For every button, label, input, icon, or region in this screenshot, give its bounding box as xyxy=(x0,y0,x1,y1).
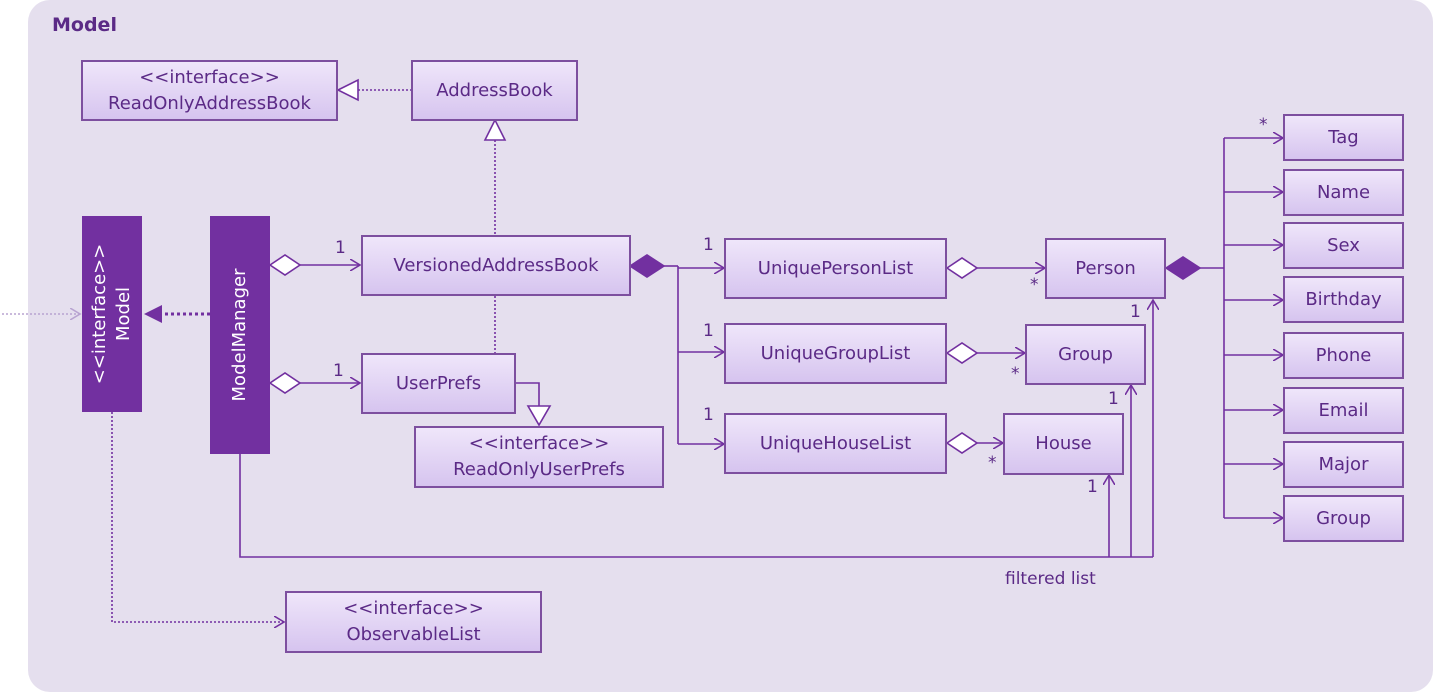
class-tag[interactable]: Tag xyxy=(1283,114,1404,161)
class-name: Phone xyxy=(1315,344,1372,366)
model-label: <<interface>> Model xyxy=(88,244,136,385)
stereotype-label: <<interface>> xyxy=(468,433,610,454)
class-name: ReadOnlyAddressBook xyxy=(108,92,311,114)
aggregation-diamond-icon xyxy=(945,432,979,454)
userprefs-readonly-line xyxy=(515,382,540,406)
class-birthday[interactable]: Birthday xyxy=(1283,276,1404,323)
class-name: Email xyxy=(1318,399,1369,421)
stereotype-label: <<interface>> xyxy=(343,598,484,619)
multiplicity-label: 1 xyxy=(703,235,714,255)
class-group[interactable]: Group xyxy=(1025,324,1146,385)
class-name: Major xyxy=(1318,453,1369,475)
class-read-only-address-book[interactable]: <<interface>> ReadOnlyAddressBook xyxy=(81,60,338,121)
multiplicity-label: * xyxy=(1259,115,1268,135)
class-email[interactable]: Email xyxy=(1283,387,1404,434)
multiplicity-label: 1 xyxy=(335,238,346,258)
multiplicity-label: * xyxy=(988,453,997,473)
class-name: Group xyxy=(1058,343,1113,365)
class-person[interactable]: Person xyxy=(1045,238,1166,299)
composition-diamond-icon xyxy=(1164,256,1202,280)
multiplicity-label: 1 xyxy=(1108,389,1119,409)
class-name: Sex xyxy=(1327,234,1360,256)
class-phone[interactable]: Phone xyxy=(1283,332,1404,379)
class-name: Name xyxy=(1316,181,1371,203)
class-sex[interactable]: Sex xyxy=(1283,222,1404,269)
filtered-list-line xyxy=(239,453,1153,558)
class-name: Birthday xyxy=(1305,288,1382,310)
class-name: Person xyxy=(1075,257,1136,279)
generalization-triangle-icon xyxy=(483,118,507,141)
class-name: Model xyxy=(113,286,134,342)
aggregation-diamond-icon xyxy=(268,254,302,276)
aggregation-diamond-icon xyxy=(945,257,979,279)
class-name: UniquePersonList xyxy=(757,257,914,279)
multiplicity-label: 1 xyxy=(703,321,714,341)
class-read-only-user-prefs[interactable]: <<interface>> ReadOnlyUserPrefs xyxy=(414,426,664,488)
class-versioned-address-book[interactable]: VersionedAddressBook xyxy=(361,235,631,296)
class-model[interactable]: <<interface>> Model xyxy=(82,216,142,412)
filled-arrow-icon xyxy=(144,305,162,323)
filtered-list-label: filtered list xyxy=(1005,569,1096,589)
class-name: ModelManager xyxy=(229,268,250,402)
package-title: Model xyxy=(52,14,117,36)
class-name: Tag xyxy=(1328,126,1359,148)
class-name: ObservableList xyxy=(346,624,481,645)
multiplicity-label: * xyxy=(1030,275,1039,295)
model-observablelist-line xyxy=(111,412,284,622)
aggregation-diamond-icon xyxy=(268,372,302,394)
composition-diamond-icon xyxy=(628,254,666,278)
class-group-attr[interactable]: Group xyxy=(1283,495,1404,542)
class-name: ReadOnlyUserPrefs xyxy=(453,459,625,480)
class-unique-person-list[interactable]: UniquePersonList xyxy=(724,238,947,299)
class-unique-group-list[interactable]: UniqueGroupList xyxy=(724,323,947,384)
class-house[interactable]: House xyxy=(1003,413,1124,475)
class-major[interactable]: Major xyxy=(1283,441,1404,488)
class-name: UserPrefs xyxy=(395,372,482,394)
class-name: House xyxy=(1035,433,1092,454)
class-observable-list[interactable]: <<interface>> ObservableList xyxy=(285,591,542,653)
class-model-manager[interactable]: ModelManager xyxy=(210,216,270,454)
realization-triangle-icon xyxy=(526,405,552,427)
multiplicity-label: 1 xyxy=(1087,477,1098,497)
stereotype-label: <<interface>> xyxy=(89,243,110,385)
multiplicity-label: * xyxy=(1011,364,1020,384)
multiplicity-label: 1 xyxy=(333,361,344,381)
aggregation-diamond-icon xyxy=(945,342,979,364)
class-name: AddressBook xyxy=(436,79,553,101)
class-name-attr[interactable]: Name xyxy=(1283,169,1404,216)
class-name: UniqueGroupList xyxy=(760,342,911,364)
class-user-prefs[interactable]: UserPrefs xyxy=(361,353,516,414)
class-name: VersionedAddressBook xyxy=(393,254,599,276)
multiplicity-label: 1 xyxy=(1130,302,1141,322)
realization-triangle-icon xyxy=(336,78,359,102)
model-manager-label: ModelManager xyxy=(228,269,252,402)
class-address-book[interactable]: AddressBook xyxy=(411,60,578,121)
multiplicity-label: 1 xyxy=(703,405,714,425)
class-unique-house-list[interactable]: UniqueHouseList xyxy=(724,413,947,474)
class-name: Group xyxy=(1316,507,1371,529)
class-name: UniqueHouseList xyxy=(759,432,912,454)
stereotype-label: <<interface>> xyxy=(139,66,280,88)
